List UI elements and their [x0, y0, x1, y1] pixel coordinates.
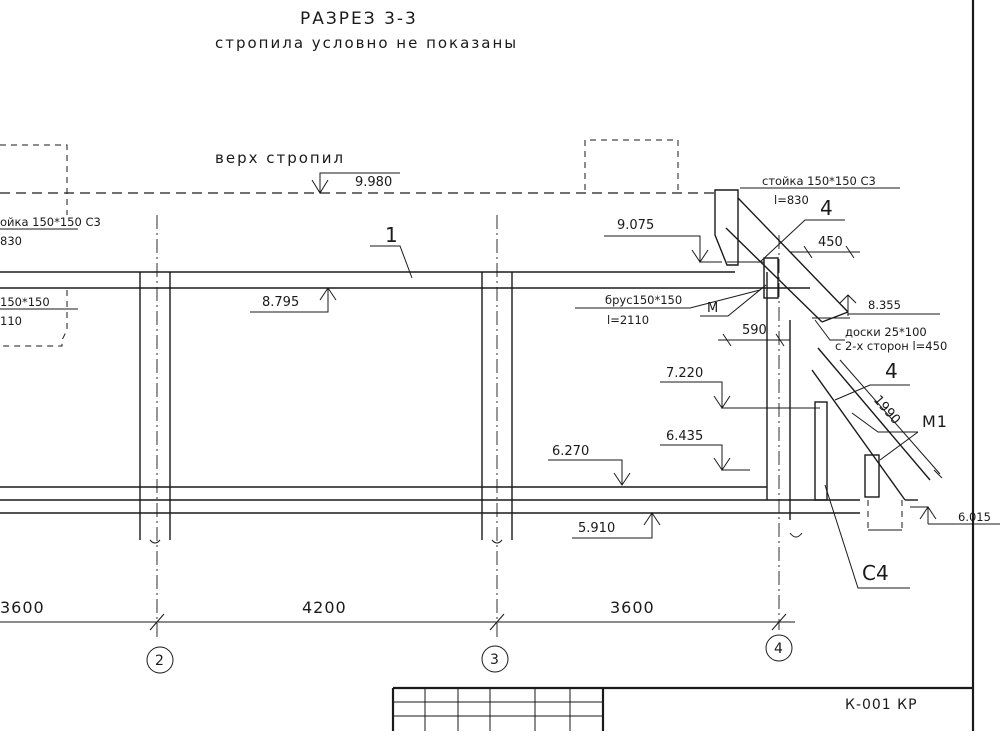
- boards-note: доски 25*100: [845, 325, 927, 339]
- rafter-upper-line-2: [725, 227, 823, 323]
- boards-note-2: с 2-х сторон l=450: [835, 339, 947, 353]
- elev-mark-7220: [713, 395, 820, 409]
- drawing-code: К-001 КР: [845, 697, 918, 713]
- boards-leader: [814, 319, 845, 341]
- mark-4-lower-leader: [834, 384, 910, 401]
- rafter-top-label: верх стропил: [215, 149, 345, 167]
- elev-9075: 9.075: [617, 218, 654, 233]
- rafter-lower-line-2: [811, 369, 906, 501]
- post-left-length: 830: [0, 234, 22, 248]
- span-tick-3: [489, 613, 505, 631]
- dim-590-tick-2: [775, 333, 785, 347]
- beam-right-leader: [575, 289, 761, 309]
- dim-1990: 1990: [870, 393, 903, 428]
- dim-450-tick-1: [803, 245, 813, 259]
- span-mid: 4200: [302, 598, 347, 617]
- dim-590-tick-1: [722, 333, 732, 347]
- elev-mark-8355: [839, 294, 857, 304]
- elev-mark-9980: [311, 179, 329, 194]
- mark-c4: С4: [862, 561, 889, 585]
- span-tick-4: [771, 613, 787, 631]
- elev-mark-6435: [713, 457, 750, 471]
- mark-m1-leader-2: [879, 431, 919, 461]
- elev-8795: 8.795: [262, 295, 299, 310]
- mark-m1: М1: [922, 412, 948, 431]
- mark-m: М: [707, 301, 718, 316]
- beam-left-note: 150*150: [0, 295, 50, 309]
- column-c4: [814, 401, 828, 501]
- elev-5910: 5.910: [578, 521, 615, 536]
- elev-7220: 7.220: [666, 366, 703, 381]
- rafter-upper-line-1: [737, 197, 849, 313]
- section-title: РАЗРЕЗ 3-3: [300, 9, 418, 29]
- elev-leader-6270: [548, 459, 623, 485]
- wall-break: [789, 532, 803, 538]
- column-b-break: [491, 539, 503, 544]
- mark-c4-leader: [824, 484, 910, 589]
- mark-m-leader: [700, 284, 767, 317]
- elev-leader-8795: [250, 288, 329, 313]
- elev-leader-9075: [604, 235, 701, 262]
- elev-6015: 6.015: [958, 510, 991, 524]
- span-tick-2: [149, 613, 165, 631]
- elev-mark-8795: [319, 287, 337, 301]
- lower-connection-node: [864, 454, 880, 498]
- dashed-outline-right: [584, 139, 679, 190]
- axis-2-label: 2: [155, 653, 164, 669]
- dashed-outline-left-lower: [0, 290, 68, 347]
- mark-4-lower: 4: [885, 359, 898, 383]
- elev-leader-6015: [910, 506, 929, 524]
- beam-connection-node: [763, 257, 779, 299]
- beam-right-note: брус150*150: [605, 293, 682, 307]
- elev-leader-7220: [660, 381, 723, 408]
- dashed-outline-left: [0, 144, 68, 215]
- mark-1: 1: [385, 223, 398, 247]
- mark-4-upper-leader: [759, 219, 845, 263]
- dim-1990-line: [839, 359, 941, 475]
- dim-1990-tick: [933, 469, 943, 479]
- axis-bubble-3: [481, 645, 509, 673]
- elev-mark-6015: [919, 506, 937, 520]
- elev-leader-6435: [660, 444, 723, 470]
- beam-right-length: l=2110: [607, 313, 649, 327]
- axis-bubble-2: [146, 646, 174, 674]
- beam-left-length: 110: [0, 314, 22, 328]
- elev-6270: 6.270: [552, 444, 589, 459]
- post-left-note: ойка 150*150 С3: [0, 215, 101, 229]
- dim-450: 450: [818, 235, 843, 250]
- rafter-lower-line-1: [817, 347, 931, 481]
- axis-4-label: 4: [774, 641, 783, 657]
- upper-post: [714, 189, 739, 266]
- elev-leader-9980: [319, 172, 400, 193]
- elev-mark-5910: [643, 512, 661, 526]
- axis-3-label: 3: [490, 652, 499, 668]
- span-left: 3600: [0, 598, 45, 617]
- elev-leader-5910: [572, 513, 653, 539]
- section-subtitle: стропила условно не показаны: [215, 34, 518, 52]
- dim-590: 590: [742, 323, 767, 338]
- column-a-break: [149, 539, 161, 544]
- mark-m1-leader-1: [851, 412, 918, 433]
- axis-bubble-4: [765, 634, 793, 662]
- elev-9980: 9.980: [355, 175, 392, 190]
- title-block: К-001 КР: [391, 686, 973, 731]
- mark-4-upper: 4: [820, 196, 833, 220]
- elev-mark-9075: [691, 249, 722, 263]
- elev-8355: 8.355: [868, 298, 901, 312]
- dim-450-tick-2: [845, 245, 855, 259]
- post-right-note: стойка 150*150 С3: [762, 174, 876, 188]
- elev-6435: 6.435: [666, 429, 703, 444]
- rafter-upper-end: [821, 311, 849, 323]
- span-right: 3600: [610, 598, 655, 617]
- elev-mark-6270: [613, 472, 631, 486]
- mark-1-leader: [370, 245, 413, 279]
- post-right-length: l=830: [774, 193, 809, 207]
